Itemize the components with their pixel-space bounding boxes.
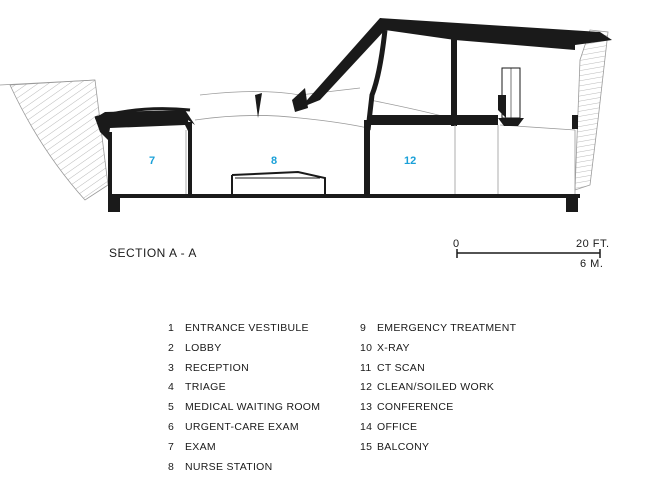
legend-item: 14 OFFICE xyxy=(360,421,516,441)
left-landscape-hatch xyxy=(9,79,109,201)
legend-number: 6 xyxy=(168,420,175,433)
center-wall xyxy=(364,120,370,195)
legend-label: NURSE STATION xyxy=(185,460,273,473)
left-wall xyxy=(108,132,112,212)
legend-number: 15 xyxy=(360,440,373,453)
legend-item: 1 ENTRANCE VESTIBULE xyxy=(168,322,320,342)
left-footing xyxy=(108,194,120,212)
legend-number: 14 xyxy=(360,420,373,433)
scale-feet-label: 20 FT. xyxy=(576,238,610,250)
right-landscape-hatch xyxy=(574,29,609,191)
legend-number: 9 xyxy=(360,322,367,334)
legend-number: 13 xyxy=(360,401,373,414)
right-footing xyxy=(566,194,578,212)
legend-number: 2 xyxy=(168,341,175,354)
legend-item: 12 CLEAN/SOILED WORK xyxy=(360,381,516,401)
site-outline xyxy=(0,79,576,131)
section-title: SECTION A - A xyxy=(109,246,197,260)
legend-item: 9 EMERGENCY TREATMENT xyxy=(360,322,516,342)
legend-item: 11 CT SCAN xyxy=(360,362,516,382)
interior-column xyxy=(451,38,457,126)
building-section-drawing: 7 8 12 xyxy=(0,18,612,212)
legend-label: EMERGENCY TREATMENT xyxy=(377,322,517,334)
legend-label: TRIAGE xyxy=(185,381,226,394)
scale-meters-label: 6 M. xyxy=(580,258,604,270)
legend-item: 2 LOBBY xyxy=(168,342,320,362)
legend-item: 8 NURSE STATION xyxy=(168,461,320,481)
legend-label: RECEPTION xyxy=(185,361,249,374)
legend-item: 15 BALCONY xyxy=(360,441,516,461)
legend-number: 3 xyxy=(168,361,175,374)
legend-label: LOBBY xyxy=(185,341,222,354)
legend-number: 4 xyxy=(168,381,175,394)
legend-number: 5 xyxy=(168,401,175,414)
left-canopy-roof xyxy=(95,110,195,140)
main-sloped-roof xyxy=(300,18,612,108)
left-canopy-top xyxy=(94,107,191,120)
nurse-station-counter xyxy=(231,170,326,195)
right-wall-bracket xyxy=(572,115,578,129)
legend-label: CLEAN/SOILED WORK xyxy=(377,381,495,394)
legend-label: CT SCAN xyxy=(377,361,425,374)
hanging-light-fixture xyxy=(498,67,524,126)
ceiling-curve xyxy=(194,115,369,129)
room-label-8: 8 xyxy=(271,155,277,167)
legend-number: 1 xyxy=(168,322,175,334)
interior-beam xyxy=(368,115,498,125)
legend-item: 13 CONFERENCE xyxy=(360,401,516,421)
legend-label: EXAM xyxy=(185,440,216,453)
legend-item: 5 MEDICAL WAITING ROOM xyxy=(168,401,320,421)
legend-number: 10 xyxy=(360,341,373,354)
legend-label: ENTRANCE VESTIBULE xyxy=(185,322,309,334)
floor-slab xyxy=(108,194,580,198)
legend-number: 8 xyxy=(168,460,175,473)
legend-item: 10 X-RAY xyxy=(360,342,516,362)
legend-label: OFFICE xyxy=(377,420,418,433)
roof-support xyxy=(365,29,388,131)
legend-label: URGENT-CARE EXAM xyxy=(185,420,299,433)
legend-label: X-RAY xyxy=(377,341,410,354)
legend-number: 7 xyxy=(168,440,175,453)
roof-accent-1 xyxy=(255,93,262,118)
legend-item: 6 URGENT-CARE EXAM xyxy=(168,421,320,441)
legend-item: 3 RECEPTION xyxy=(168,362,320,382)
legend-label: MEDICAL WAITING ROOM xyxy=(185,401,321,414)
room-label-12: 12 xyxy=(404,155,416,167)
scale-zero-label: 0 xyxy=(453,238,460,250)
left-wall-interior xyxy=(188,122,192,194)
legend-number: 12 xyxy=(360,381,373,394)
legend-label: BALCONY xyxy=(377,440,430,453)
legend-item: 4 TRIAGE xyxy=(168,381,320,401)
legend-item: 7 EXAM xyxy=(168,441,320,461)
room-label-7: 7 xyxy=(149,155,155,167)
legend-right-column: 9 EMERGENCY TREATMENT 10 X-RAY 11 CT SCAN 1… xyxy=(360,322,516,461)
legend-label: CONFERENCE xyxy=(377,401,454,414)
legend-number: 11 xyxy=(360,361,372,374)
